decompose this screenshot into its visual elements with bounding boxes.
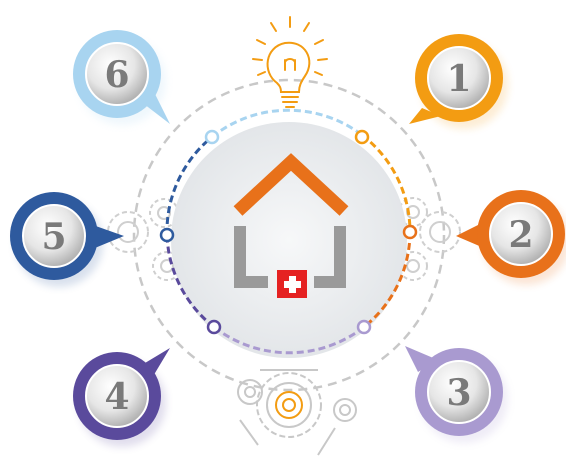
badge-pointer [90, 224, 124, 250]
step-number: 3 [446, 372, 471, 414]
node-6 [204, 129, 220, 145]
step-badge-2: 2 [456, 190, 566, 285]
outer-dashed-ring [132, 78, 446, 392]
badge-disc [427, 360, 491, 424]
ring-nodes [159, 129, 418, 335]
badge-disc [22, 204, 86, 268]
node-4 [206, 319, 222, 335]
inner-colored-ring [165, 108, 412, 355]
node-5 [159, 227, 175, 243]
badge-pointer [456, 222, 484, 248]
badge-pointer [405, 346, 438, 372]
step-number: 6 [104, 54, 129, 96]
step-number: 4 [104, 376, 129, 418]
house-with-swiss-flag-icon [233, 153, 349, 298]
step-badge-1: 1 [409, 34, 508, 129]
node-3 [356, 319, 372, 335]
node-2 [402, 224, 418, 240]
step-badge-4: 4 [73, 348, 170, 447]
step-badge-6: 6 [73, 30, 170, 125]
badge-disc [85, 364, 149, 428]
badge-disc [85, 42, 149, 106]
step-badge-3: 3 [405, 346, 508, 443]
step-number: 1 [446, 58, 471, 100]
step-number: 2 [508, 214, 533, 256]
step-number: 5 [41, 216, 66, 258]
center-disc [171, 122, 407, 358]
node-1 [354, 129, 370, 145]
badge-disc [489, 202, 553, 266]
step-badge-5: 5 [10, 192, 124, 287]
badge-disc [427, 46, 491, 110]
gear-machine-icon [237, 369, 357, 456]
badge-pointer [409, 108, 441, 124]
light-bulb-icon [252, 16, 328, 108]
